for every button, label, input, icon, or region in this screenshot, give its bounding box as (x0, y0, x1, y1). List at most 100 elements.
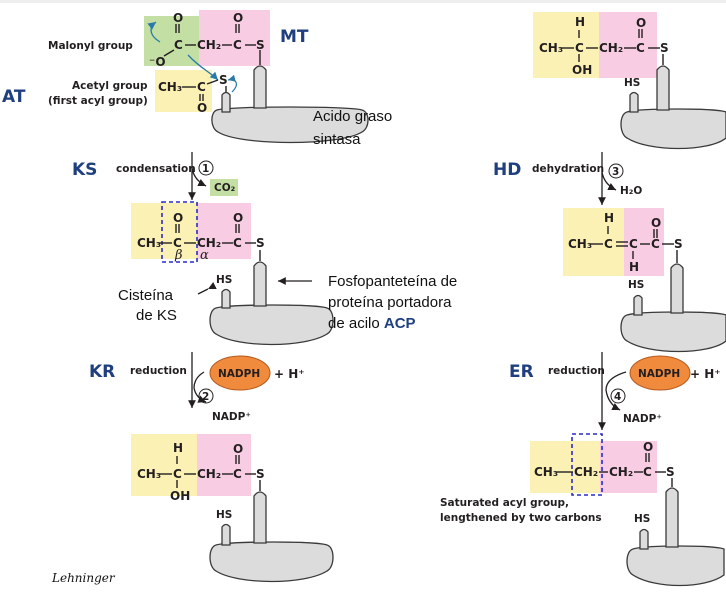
step-3-product: H₂O (620, 185, 642, 197)
svg-text:C: C (233, 236, 242, 250)
svg-text:O: O (636, 16, 646, 30)
svg-text:O: O (233, 442, 243, 456)
step-4-plus: + H⁺ (690, 367, 721, 381)
svg-text:O: O (173, 211, 183, 225)
alpha-label: α (200, 248, 209, 263)
svg-text:S: S (256, 467, 265, 481)
svg-text:CH₃: CH₃ (137, 467, 161, 481)
svg-text:CH₂: CH₂ (599, 41, 623, 55)
step-condensation: KS condensation 1 CO₂ (72, 152, 238, 200)
first-acyl-label: (first acyl group) (48, 95, 148, 107)
step-3-name: dehydration (532, 163, 604, 175)
malonyl-group-label: Malonyl group (48, 40, 133, 52)
svg-text:H: H (173, 441, 183, 455)
stage-enoyl: CH₃ C H C H C O S HS (563, 208, 726, 353)
stage-acetoacetyl: CH₃ C O CH₂ C O S β α HS Cisteína de KS … (118, 201, 457, 346)
svg-text:OH: OH (572, 63, 592, 77)
svg-text:H: H (575, 15, 585, 29)
acp-label-line1: Fosfopanteteína de (328, 273, 457, 290)
svg-text:H: H (604, 211, 614, 225)
svg-text:S: S (256, 236, 265, 250)
enzyme-ks: KS (72, 160, 97, 180)
step-2-number: 2 (202, 391, 209, 403)
beta-carbon-box (161, 201, 198, 263)
step-kr-reduction: KR reduction NADPH + H⁺ 2 NADP⁺ (89, 352, 305, 423)
saturated-label-line1: Saturated acyl group, (440, 497, 569, 509)
acp-label-line2: proteína portadora (328, 294, 452, 311)
svg-text:CH₂: CH₂ (609, 465, 633, 479)
svg-text:HS: HS (624, 77, 640, 89)
svg-text:C: C (173, 236, 182, 250)
svg-text:CH₃: CH₃ (568, 237, 592, 251)
step-2-plus: + H⁺ (274, 367, 305, 381)
stage-loading: Malonyl group MT C CH₂ C O S O ⁻O Acetyl… (2, 10, 392, 148)
enzyme-kr: KR (89, 362, 115, 382)
acetyl-group-label: Acetyl group (72, 80, 148, 92)
step-2-cofactor: NADPH (218, 368, 260, 380)
svg-text:HS: HS (216, 509, 232, 521)
enzyme-hd: HD (493, 160, 521, 180)
svg-text:CH₂: CH₂ (574, 465, 598, 479)
svg-text:O: O (197, 101, 207, 115)
step-4-cofactor: NADPH (638, 368, 680, 380)
svg-text:S: S (219, 73, 228, 87)
svg-text:C: C (636, 41, 645, 55)
svg-text:C: C (651, 237, 660, 251)
top-border (0, 0, 726, 3)
svg-text:S: S (666, 465, 675, 479)
svg-text:O: O (233, 211, 243, 225)
saturated-label-line2: lengthened by two carbons (440, 512, 602, 524)
svg-text:S: S (660, 41, 669, 55)
svg-text:C: C (233, 38, 242, 52)
svg-text:HS: HS (634, 513, 650, 525)
svg-text:C: C (174, 38, 183, 52)
svg-text:CH₂: CH₂ (197, 236, 221, 250)
svg-text:OH: OH (170, 489, 190, 503)
new-ch2-box (571, 433, 603, 496)
step-4-product: NADP⁺ (623, 413, 662, 425)
svg-text:O: O (643, 440, 653, 454)
enzyme-at: AT (2, 87, 26, 107)
svg-text:H: H (629, 260, 639, 274)
step-1-number: 1 (202, 163, 209, 175)
malonyl-highlight (199, 10, 270, 66)
svg-text:C: C (643, 465, 652, 479)
cys-label-line1: Cisteína (118, 287, 174, 304)
fas-label-line1: Acido graso (313, 108, 392, 125)
svg-text:C: C (629, 237, 638, 251)
svg-text:CH₃: CH₃ (137, 236, 161, 250)
svg-text:CH₂: CH₂ (197, 38, 221, 52)
svg-text:S: S (256, 38, 265, 52)
svg-text:C: C (197, 80, 206, 94)
svg-text:C: C (575, 41, 584, 55)
step-2-product: NADP⁺ (212, 411, 251, 423)
cys-label-line2: de KS (136, 307, 177, 324)
svg-text:⁻O: ⁻O (149, 55, 166, 69)
svg-text:S: S (674, 237, 683, 251)
step-dehydration: HD dehydration 3 H₂O (493, 152, 642, 205)
step-2-name: reduction (130, 365, 187, 377)
svg-text:O: O (651, 216, 661, 230)
svg-text:O: O (233, 11, 243, 25)
svg-text:HS: HS (216, 274, 232, 286)
acetyl-highlight (155, 70, 212, 112)
fas-label-line2: sintasa (313, 131, 361, 148)
svg-text:CH₃: CH₃ (539, 41, 563, 55)
svg-text:CH₂: CH₂ (197, 467, 221, 481)
svg-text:CH₃: CH₃ (158, 80, 182, 94)
svg-text:CH₃: CH₃ (534, 465, 558, 479)
step-1-name: condensation (116, 163, 196, 175)
source-label: Lehninger (51, 571, 116, 585)
svg-text:C: C (233, 467, 242, 481)
enzyme-er: ER (509, 362, 534, 382)
acp-label-line3: de acilo ACP (328, 315, 416, 332)
beta-label: β (174, 248, 183, 263)
step-1-product: CO₂ (214, 182, 236, 194)
svg-text:HS: HS (628, 279, 644, 291)
step-4-number: 4 (614, 391, 621, 403)
stage-hydroxyacyl: CH₃ C H OH CH₂ C O S HS Lehninger (51, 434, 334, 585)
step-er-reduction: ER reduction NADPH + H⁺ 4 NADP⁺ (509, 352, 721, 430)
stage-hydroxyacyl-right: CH₃ C H OH CH₂ C O S HS (533, 12, 726, 150)
svg-text:C: C (173, 467, 182, 481)
